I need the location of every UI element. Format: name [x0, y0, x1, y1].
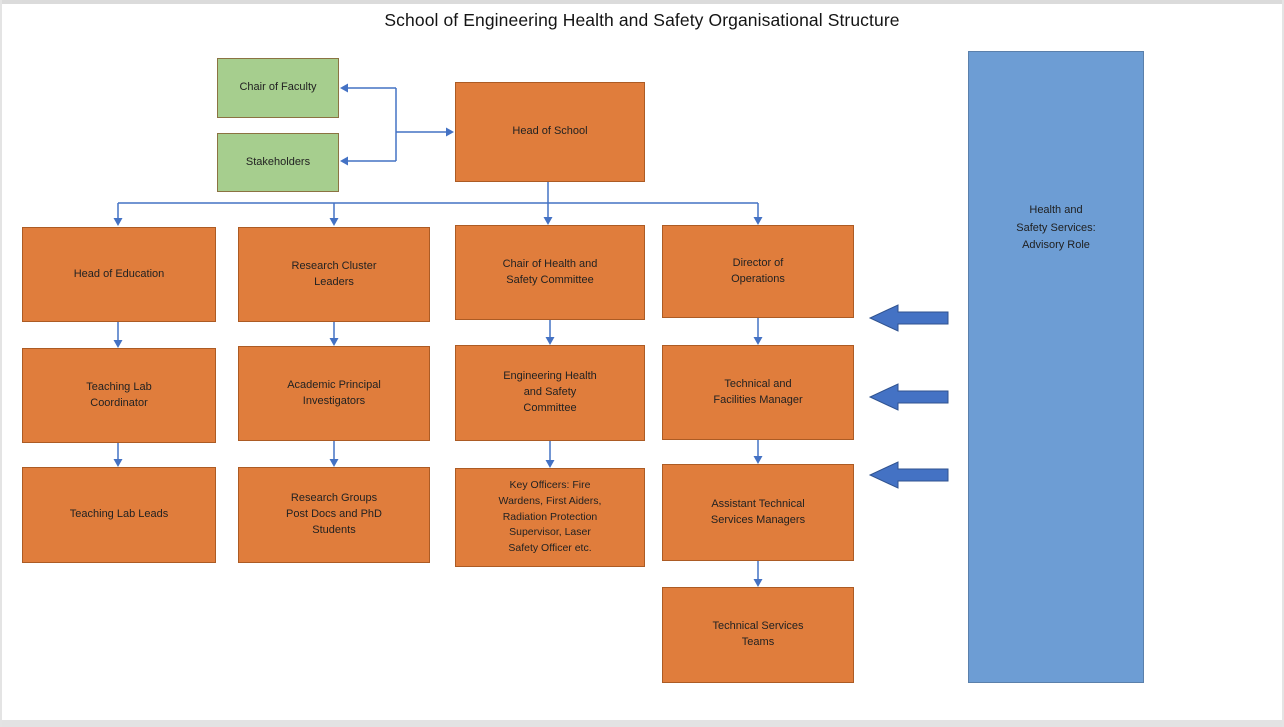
arrowhead-down-col3-row1: [543, 217, 553, 225]
arrowhead-down-col1-row1: [113, 218, 123, 226]
arrowhead-right-head-of-school: [446, 127, 454, 137]
arrowhead-down-col3-row2: [545, 337, 555, 345]
node-label: Key Officers: Fire Wardens, First Aiders…: [498, 479, 602, 555]
chart-title: School of Engineering Health and Safety …: [384, 10, 900, 30]
node-head-of-education: Head of Education: [22, 227, 216, 322]
node-technical-facilities-manager: Technical and Facilities Manager: [662, 345, 854, 440]
arrowhead-down-col4-row2: [753, 337, 763, 345]
node-chair-health-safety-committee: Chair of Health and Safety Committee: [455, 225, 645, 320]
node-label: Director of Operations: [731, 256, 785, 285]
node-label: Chair of Health and Safety Committee: [502, 257, 598, 286]
node-label: Engineering Health and Safety Committee: [503, 370, 597, 414]
node-stakeholders: Stakeholders: [217, 133, 339, 192]
frame-bottom-edge: [0, 720, 1284, 727]
node-label: Research Cluster Leaders: [291, 259, 377, 288]
advisory-arrow-icon-3: [868, 461, 949, 489]
arrowhead-down-col2-row2: [329, 338, 339, 346]
frame-top-edge: [0, 0, 1284, 4]
advisory-arrows-group: [868, 304, 949, 489]
advisory-arrow-icon-1: [868, 304, 949, 332]
node-technical-services-teams: Technical Services Teams: [662, 587, 854, 683]
advisory-panel-label: Health and Safety Services: Advisory Rol…: [1016, 204, 1096, 252]
node-label: Chair of Faculty: [239, 81, 317, 94]
node-research-cluster-leaders: Research Cluster Leaders: [238, 227, 430, 322]
node-label: Head of Education: [73, 267, 165, 280]
node-label: Assistant Technical Services Managers: [710, 497, 806, 526]
node-label: Technical and Facilities Manager: [713, 377, 803, 406]
arrowhead-down-col2-row1: [329, 218, 339, 226]
arrowhead-down-col4-row3: [753, 456, 763, 464]
frame-right-edge: [1282, 0, 1284, 727]
node-label: Research Groups Post Docs and PhD Studen…: [286, 492, 382, 536]
arrowhead-down-col3-row3: [545, 460, 555, 468]
node-academic-principal-investigators: Academic Principal Investigators: [238, 346, 430, 441]
arrowhead-down-col2-row3: [329, 459, 339, 467]
arrowhead-down-col4-row4: [753, 579, 763, 587]
node-label: Head of School: [512, 125, 588, 138]
node-research-groups-postdocs-phd: Research Groups Post Docs and PhD Studen…: [238, 467, 430, 563]
node-label: Teaching Lab Coordinator: [86, 380, 152, 409]
node-head-of-school: Head of School: [455, 82, 645, 182]
node-label: Academic Principal Investigators: [287, 378, 381, 407]
advisory-panel: Health and Safety Services: Advisory Rol…: [968, 51, 1144, 683]
node-key-officers: Key Officers: Fire Wardens, First Aiders…: [455, 468, 645, 567]
arrowhead-left-stakeholders: [340, 156, 348, 166]
node-director-of-operations: Director of Operations: [662, 225, 854, 318]
frame-left-edge: [0, 0, 2, 727]
arrowhead-down-col1-row3: [113, 459, 123, 467]
node-assistant-technical-services-managers: Assistant Technical Services Managers: [662, 464, 854, 561]
advisory-arrow-icon-2: [868, 383, 949, 411]
arrowhead-left-chair: [340, 83, 348, 93]
node-label: Technical Services Teams: [712, 620, 804, 648]
arrowhead-down-col4-row1: [753, 217, 763, 225]
node-chair-of-faculty: Chair of Faculty: [217, 58, 339, 118]
node-teaching-lab-coordinator: Teaching Lab Coordinator: [22, 348, 216, 443]
node-teaching-lab-leads: Teaching Lab Leads: [22, 467, 216, 563]
arrowhead-down-col1-row2: [113, 340, 123, 348]
node-label: Stakeholders: [245, 155, 311, 168]
node-label: Teaching Lab Leads: [69, 508, 169, 521]
node-engineering-health-safety-committee: Engineering Health and Safety Committee: [455, 345, 645, 441]
